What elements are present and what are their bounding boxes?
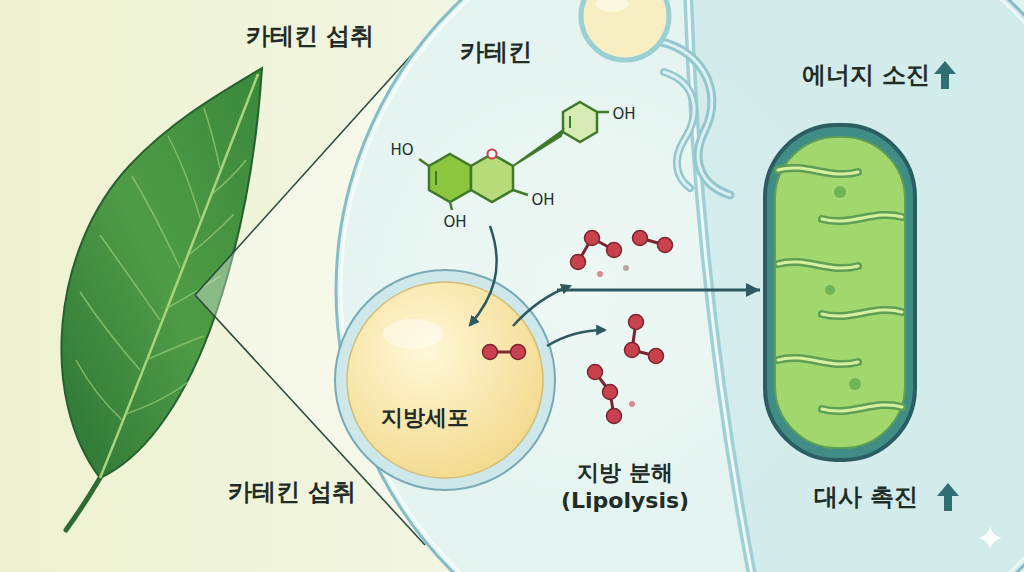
cell-membrane xyxy=(688,0,755,572)
atom xyxy=(603,385,618,400)
inner-membrane xyxy=(775,137,905,448)
leaf-vein xyxy=(126,382,188,414)
leaf-vein xyxy=(80,292,140,370)
atom xyxy=(511,345,526,360)
er-tube xyxy=(650,40,730,195)
droplet-highlight xyxy=(383,319,443,349)
er-tube xyxy=(650,40,730,195)
bond xyxy=(513,190,528,195)
crista xyxy=(822,310,902,316)
compound-label: 카테킨 xyxy=(460,37,532,67)
atom xyxy=(607,409,622,424)
double-bond xyxy=(435,171,437,185)
lipid-droplet xyxy=(347,282,543,478)
atom xyxy=(483,345,498,360)
zoom-bubble: 카테킨지방 분해 (Lipolysis) 지방세포 에너지 소진대사 촉진 xyxy=(335,0,1024,572)
crista xyxy=(822,310,902,316)
matrix-granule xyxy=(825,285,835,295)
chemical-group: OH xyxy=(612,105,635,124)
catechin-structure xyxy=(419,102,609,210)
flow-arrow xyxy=(547,330,605,346)
atom xyxy=(649,349,664,364)
leaf-vein xyxy=(204,108,220,168)
mitochondrion-shape xyxy=(760,52,970,522)
cell-membrane xyxy=(335,270,555,490)
atom xyxy=(571,255,586,270)
process-label: 지방 분해 (Lipolysis) xyxy=(540,459,710,514)
atom xyxy=(629,315,644,330)
leaf-vein xyxy=(168,136,200,218)
bond xyxy=(419,159,429,166)
benzene-ring xyxy=(429,154,471,202)
flow-arrow xyxy=(470,226,497,325)
matrix-granule xyxy=(834,186,846,198)
leaf-vein xyxy=(190,214,234,254)
crista xyxy=(778,168,858,174)
cell-region xyxy=(688,0,1024,572)
phenyl-ring xyxy=(563,102,597,142)
increase-arrow xyxy=(934,61,956,89)
vesicle-highlight xyxy=(596,0,628,12)
fatty-acid-atoms xyxy=(571,231,673,424)
flow-connector xyxy=(557,289,760,292)
crista xyxy=(822,405,902,411)
leaf-vein xyxy=(100,235,160,320)
bubble-fill xyxy=(335,0,1024,572)
matrix-granule xyxy=(849,378,861,390)
wedge-bond xyxy=(513,130,563,166)
sparkle-mark xyxy=(978,526,1002,550)
intake-label: 카테킨 섭취 xyxy=(228,477,356,507)
leaf-vein xyxy=(146,336,204,360)
bond xyxy=(450,202,452,210)
double-bond xyxy=(569,116,571,128)
crista xyxy=(778,262,858,268)
leaf-vein xyxy=(212,160,246,194)
crista xyxy=(822,215,902,221)
effect-label: 에너지 소진 xyxy=(802,60,930,90)
vesicle xyxy=(581,0,669,60)
fat-cell-shape xyxy=(333,268,557,492)
cell-interior xyxy=(581,0,1024,572)
bubble-outline xyxy=(336,0,1024,572)
chemical-group: HO xyxy=(390,141,413,160)
crista xyxy=(778,168,858,174)
chemical-group: OH xyxy=(443,213,466,232)
fat-cell: 지방세포 xyxy=(333,268,557,492)
outer-membrane xyxy=(765,125,915,460)
leaf-vein xyxy=(76,360,122,420)
particle xyxy=(629,401,635,407)
atom xyxy=(585,231,600,246)
crista xyxy=(778,358,858,364)
crista xyxy=(822,215,902,221)
cell-label: 지방세포 xyxy=(381,404,469,432)
atom xyxy=(588,365,603,380)
effect-label: 대사 촉진 xyxy=(814,482,918,512)
er-tube xyxy=(664,72,694,188)
cell-membrane xyxy=(688,0,755,572)
atom xyxy=(658,238,673,253)
leaf-veins xyxy=(76,108,246,420)
increase-arrow xyxy=(937,483,959,511)
bond xyxy=(597,111,609,114)
mitochondrion: 에너지 소진대사 촉진 xyxy=(760,52,970,522)
leaf-stem xyxy=(66,478,100,530)
er-tube xyxy=(664,72,694,188)
crista xyxy=(778,262,858,268)
crista xyxy=(822,405,902,411)
intake-label: 카테킨 섭취 xyxy=(246,21,374,51)
particle xyxy=(597,271,603,277)
chemical-group: OH xyxy=(531,191,554,210)
pyran-ring xyxy=(471,154,513,202)
atom xyxy=(625,343,640,358)
atom xyxy=(607,243,622,258)
flow-arrow xyxy=(513,286,570,326)
leaf-vein xyxy=(132,176,180,268)
oxygen-atom xyxy=(488,150,497,159)
crista xyxy=(778,358,858,364)
particle xyxy=(623,265,629,271)
fatty-acid-bonds xyxy=(578,238,665,416)
atom xyxy=(633,231,648,246)
